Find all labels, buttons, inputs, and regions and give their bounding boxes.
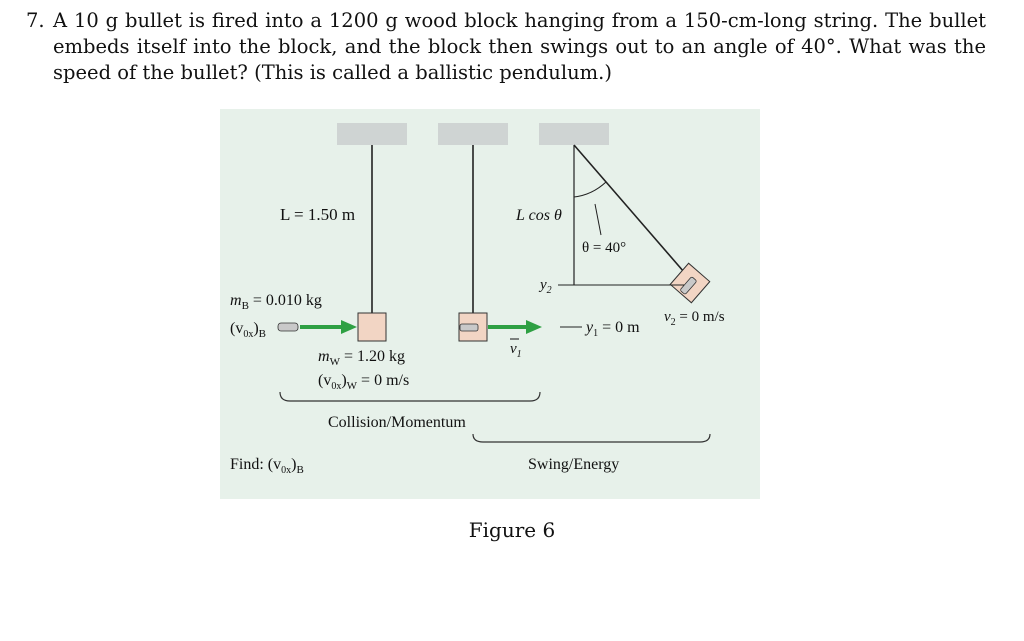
problem-number: 7. [26, 9, 45, 32]
length-label: L = 1.50 m [280, 205, 355, 224]
v0w-label: (v0x)W = 0 m/s [318, 372, 409, 392]
ballistic-pendulum-figure: L = 1.50 m mB = 0.010 kg (v0x)B mW = 1.2… [220, 109, 760, 499]
y2-label: y2 [538, 277, 552, 296]
v0b-label: (v0x)B [230, 320, 266, 340]
wood-block-2 [458, 312, 488, 342]
bullet-velocity-arrowhead [341, 320, 357, 334]
v1-label: v1 [510, 341, 522, 360]
ceiling-1 [337, 123, 407, 145]
ceiling-2 [438, 123, 508, 145]
swing-bracket [472, 433, 711, 443]
theta-label: θ = 40° [582, 240, 626, 256]
collision-label: Collision/Momentum [328, 414, 466, 431]
y1-label: y1 = 0 m [584, 319, 640, 339]
swung-block [669, 262, 711, 304]
ceiling-3 [539, 123, 609, 145]
embedded-bullet [459, 323, 479, 332]
v2-label: v2 = 0 m/s [664, 309, 725, 328]
v1-arrowhead [526, 320, 542, 334]
string-3 [573, 144, 685, 273]
collision-bracket [279, 391, 541, 402]
figure-background [220, 109, 760, 499]
swing-label: Swing/Energy [528, 456, 619, 473]
mw-label: mW = 1.20 kg [318, 348, 405, 368]
wood-block-1 [357, 312, 387, 342]
lcos-label: L cos θ [515, 207, 562, 224]
find-label: Find: (v0x)B [230, 456, 304, 476]
theta-leader [594, 203, 602, 236]
bullet [277, 322, 299, 332]
angle-arc [573, 181, 607, 198]
mb-label: mB = 0.010 kg [230, 292, 322, 312]
figure-caption: Figure 6 [468, 518, 556, 542]
problem-text: A 10 g bullet is fired into a 1200 g woo… [53, 9, 986, 84]
problem-statement: 7. A 10 g bullet is fired into a 1200 g … [26, 8, 986, 86]
